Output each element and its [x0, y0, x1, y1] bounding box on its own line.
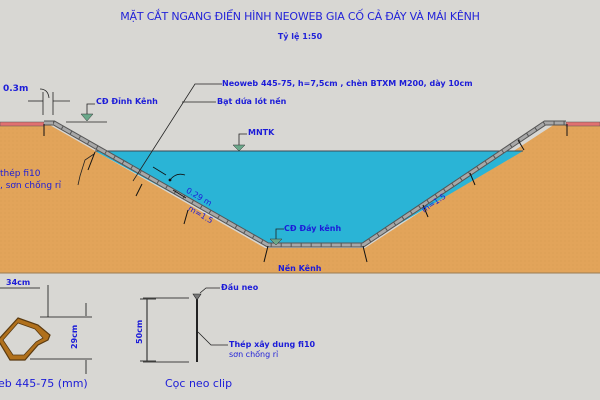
neoweb-note: Neoweb 445-75, h=7,5cm , chèn BTXM M200,…: [222, 79, 473, 88]
anchor-note-line2: , sơn chống rỉ: [0, 181, 62, 191]
anchor-caption: Cọc neo clip: [165, 377, 233, 390]
cell-caption: eb 445-75 (mm): [0, 377, 88, 390]
top-berm-dimension: 0.3m: [3, 84, 29, 94]
cell-width-dimension: 34cm: [6, 278, 31, 287]
crest-strip-left: [0, 121, 45, 127]
crest-strip-right: [565, 121, 600, 127]
drawing-scale: Tỷ lệ 1:50: [277, 32, 323, 41]
bed-level-label: CĐ Đáy kênh: [284, 224, 342, 233]
drawing-title: MẶT CẮT NGANG ĐIỂN HÌNH NEOWEB GIA CỐ CẢ…: [120, 10, 480, 23]
water-level-label: MNTK: [248, 128, 275, 137]
crest-level-label: CĐ Đỉnh Kênh: [96, 97, 158, 106]
anchor-length-dimension: 50cm: [135, 319, 144, 344]
cell-height-dimension: 29cm: [70, 324, 79, 349]
anchor-head-label: Đầu neo: [221, 283, 259, 292]
anchor-steel-line2: sơn chống rỉ: [229, 350, 279, 359]
foundation-label: Nền Kênh: [278, 264, 322, 273]
earth-fill: [0, 124, 600, 273]
geotextile-note: Bạt dứa lót nền: [217, 97, 287, 106]
anchor-note-line1: thép fi10: [0, 169, 41, 179]
water-fill: [95, 151, 523, 244]
anchor-steel-line1: Thép xây dung fi10: [229, 340, 316, 349]
